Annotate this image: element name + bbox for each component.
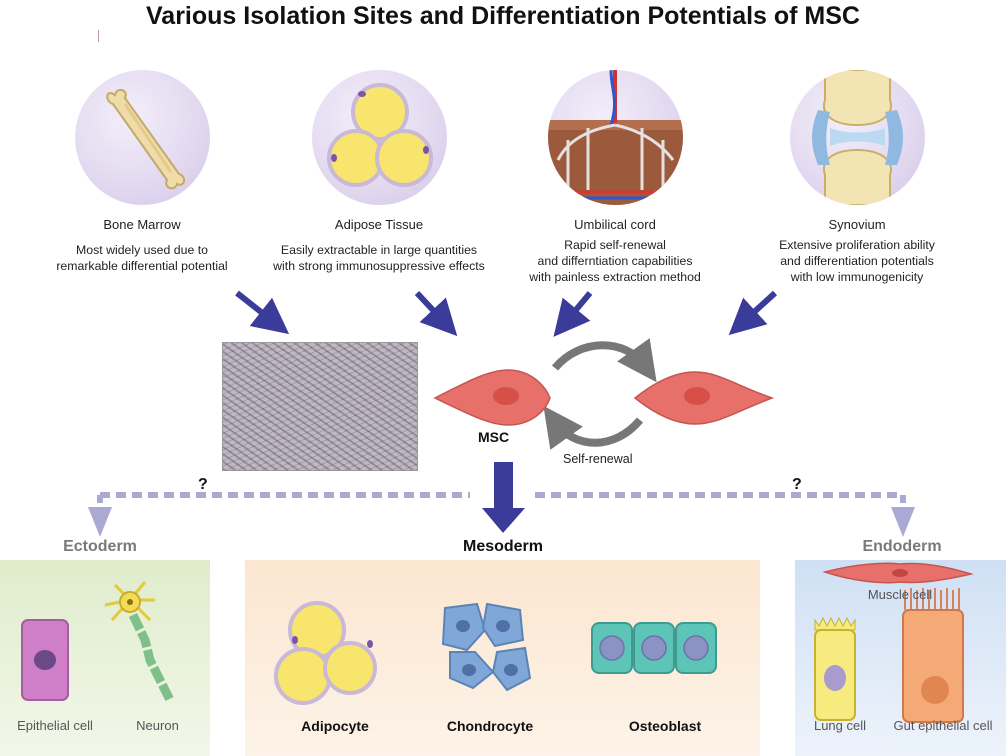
arrow-bone-marrow xyxy=(235,290,290,335)
osteoblast-label: Osteoblast xyxy=(628,718,702,734)
neuron-label: Neuron xyxy=(136,718,179,733)
mesoderm-arrow-shaft xyxy=(494,462,513,512)
msc-nucleus-left xyxy=(493,387,519,405)
neuron-icon xyxy=(104,581,175,703)
bone-icon xyxy=(75,70,210,205)
source-desc-adipose-tissue: Easily extractable in large quantities w… xyxy=(273,243,485,273)
adipocyte-label: Adipocyte xyxy=(301,718,369,734)
question-mark-left: ? xyxy=(198,476,208,493)
source-desc-umbilical-cord: Rapid self-renewal and differntiation ca… xyxy=(529,238,701,284)
chondrocyte-cell-icon xyxy=(441,602,532,692)
lung-cell-label: Lung cell xyxy=(813,718,867,733)
divider-mark xyxy=(98,30,99,42)
lung-cell-icon xyxy=(814,616,856,721)
mesoderm-arrow-head xyxy=(482,508,525,533)
self-renewal-arrow-top xyxy=(551,338,657,383)
arrow-synovium xyxy=(728,290,778,336)
source-desc-synovium: Extensive proliferation ability and diff… xyxy=(779,238,935,284)
muscle-cell-label: Muscle cell xyxy=(867,587,933,602)
ectoderm-panel xyxy=(0,560,210,756)
arrow-adipose xyxy=(414,290,458,337)
endoderm-panel xyxy=(795,560,1006,756)
self-renewal-label: Self-renewal xyxy=(563,452,633,466)
msc-nucleus-right xyxy=(684,387,710,405)
self-renewal-arrow-bottom xyxy=(543,405,644,450)
endoderm-cells-illustration xyxy=(814,562,974,723)
source-name-synovium: Synovium xyxy=(828,217,886,232)
ectoderm-cells-illustration xyxy=(21,581,175,703)
mesoderm-label: Mesoderm xyxy=(462,538,544,555)
source-desc-bone-marrow: Most widely used due to remarkable diffe… xyxy=(56,243,228,273)
ectoderm-label: Ectoderm xyxy=(63,538,137,555)
osteoblast-cell-icon xyxy=(591,622,717,674)
source-name-adipose-tissue: Adipose Tissue xyxy=(334,217,424,232)
adipocyte-icon xyxy=(312,70,447,205)
gut-epithelial-cell-label: Gut epithelial cell xyxy=(893,718,993,733)
mesoderm-cells-illustration xyxy=(274,601,717,705)
mesoderm-panel xyxy=(245,560,760,756)
msc-label: MSC xyxy=(478,429,510,445)
page-title: Various Isolation Sites and Differentiat… xyxy=(146,2,860,30)
msc-micrograph xyxy=(222,342,418,471)
source-name-bone-marrow: Bone Marrow xyxy=(103,217,181,232)
synovium-joint-icon xyxy=(790,70,925,205)
source-name-umbilical-cord: Umbilical cord xyxy=(574,217,656,232)
chondrocyte-label: Chondrocyte xyxy=(446,718,534,734)
msc-cell-left xyxy=(433,369,551,426)
arrow-umbilical xyxy=(553,291,593,337)
adipocyte-cell-icon xyxy=(274,601,377,705)
endoderm-label: Endoderm xyxy=(862,538,942,555)
question-mark-right: ? xyxy=(792,476,802,493)
gut-epithelial-cell-icon xyxy=(902,588,964,723)
epithelial-cell-label: Epithelial cell xyxy=(17,718,93,733)
